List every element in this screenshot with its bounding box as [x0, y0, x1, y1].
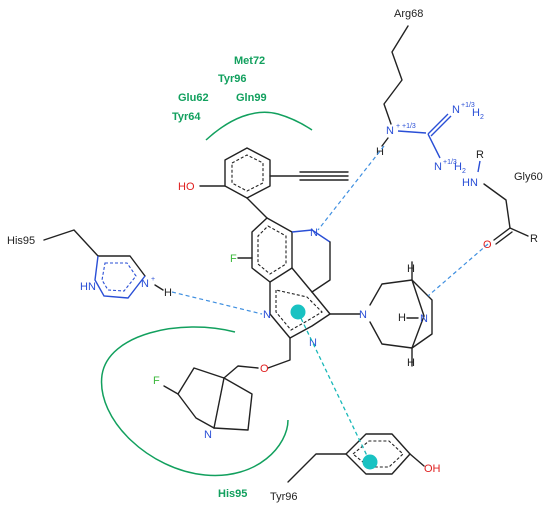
guanidinium-bond-2 — [427, 113, 452, 137]
residue-arg68: Arg68 — [394, 8, 423, 20]
residue-gln99: Gln99 — [236, 92, 267, 104]
hbond-his95-core — [171, 291, 263, 315]
arg68-nh-bond — [381, 137, 389, 147]
core-ring-upper-aromatic — [257, 225, 287, 275]
hbond-gly60-bicycle — [427, 243, 489, 297]
tyr96-oh-bond — [409, 453, 425, 467]
gly60-r-right: R — [530, 233, 538, 245]
bicycle-bridge-n: N — [420, 313, 428, 325]
guanidinium-n2: N — [434, 161, 442, 173]
residue-glu62: Glu62 — [178, 92, 209, 104]
core-ring-lower-aromatic — [275, 289, 323, 331]
core-fluorine: F — [230, 253, 237, 265]
core-bond-mid — [291, 267, 313, 293]
gly60-r-top: R — [476, 149, 484, 161]
phenol-ring-aromatic — [231, 154, 264, 192]
phenol-to-core — [246, 197, 268, 219]
his95-side-chain — [43, 229, 99, 257]
pyrrolizine-ring-b — [213, 377, 253, 431]
guanidinium-n-plus: N — [386, 125, 394, 137]
pyrrolizine-ring-a — [177, 367, 225, 429]
imidazole-n-plus: N — [141, 278, 149, 290]
ether-ch2 — [223, 365, 259, 379]
imidazole-aromatic — [101, 262, 137, 292]
pyrrolizine-f-bond — [163, 385, 179, 395]
ethynyl — [269, 171, 349, 181]
pyrrolizine-fluorine: F — [153, 375, 160, 387]
residue-tyr96-bottom: Tyr96 — [270, 491, 298, 503]
guanidinium-bond-1 — [397, 130, 427, 134]
hbond-arg68-core — [317, 145, 385, 231]
guanidinium-n1: N — [452, 104, 460, 116]
guanidinium-charge-frac-3: +1/3 — [443, 159, 457, 166]
imidazole-h: H — [164, 287, 172, 299]
pi-centroid-tyr96 — [362, 454, 378, 470]
bicycle-h-top: H — [407, 263, 415, 275]
guanidinium-bond-3 — [427, 133, 441, 159]
tyr96-oh: OH — [424, 463, 441, 475]
bicycle-bridge-h: H — [398, 312, 406, 324]
core-to-ether-bond — [267, 337, 291, 369]
tyr96-side-chain — [287, 453, 347, 483]
guanidinium-charge-frac-1: +1/3 — [402, 123, 416, 130]
residue-tyr96-top: Tyr96 — [218, 73, 247, 85]
bicycle-h-bottom: H — [407, 357, 415, 369]
residue-tyr64: Tyr64 — [172, 111, 201, 123]
core-bond-right-a — [311, 241, 331, 293]
bicycle-ring — [369, 279, 433, 349]
imidazole-n-charge: + — [151, 276, 155, 283]
imidazole-nh-bond — [154, 284, 164, 291]
gly60-hn: HN — [462, 177, 478, 189]
core-n-left: N — [263, 309, 271, 321]
bicycle-bridge — [411, 279, 425, 349]
bicycle-n: N — [359, 309, 367, 321]
core-n-top: N — [310, 227, 318, 239]
pi-stack-core-tyr96 — [297, 311, 371, 463]
phenol-ho: HO — [178, 181, 195, 193]
core-bond-n-top — [291, 229, 331, 243]
imidazole-ring-n — [94, 255, 146, 299]
core-n-bottom: N — [309, 337, 317, 349]
gly60-nr-bond — [477, 160, 481, 173]
tyr96-ring — [345, 433, 411, 475]
arg68-side-chain — [383, 25, 409, 125]
tyr96-ring-aromatic — [352, 440, 404, 468]
imidazole-ring — [97, 255, 146, 277]
guanidinium-charge-frac-2: +1/3 — [461, 102, 475, 109]
pyrrolizine-fused — [213, 377, 225, 429]
guanidinium-n-plus-charge: + — [396, 123, 400, 130]
residue-his95-left: His95 — [7, 235, 35, 247]
guanidinium-h2-b: H — [454, 161, 462, 173]
residue-gly60: Gly60 — [514, 171, 543, 183]
guanidinium-h2-a: H — [472, 107, 480, 119]
hydrophobic-arc-top — [205, 111, 313, 141]
hydrophobic-arc-bottom — [100, 326, 289, 477]
guanidinium-h2-a-sub: 2 — [480, 114, 484, 121]
gly60-carbonyl-co — [493, 227, 513, 245]
pi-centroid-core — [290, 304, 306, 320]
ether-o: O — [260, 363, 269, 375]
core-ring-lower — [269, 281, 331, 339]
pyrrolizine-n: N — [204, 429, 212, 441]
residue-met72: Met72 — [234, 55, 265, 67]
guanidinium-h2-b-sub: 2 — [462, 168, 466, 175]
gly60-backbone — [483, 183, 511, 229]
imidazole-hn: HN — [80, 281, 96, 293]
gly60-carbonyl-cr — [509, 227, 529, 237]
residue-his95-bottom: His95 — [218, 488, 247, 500]
